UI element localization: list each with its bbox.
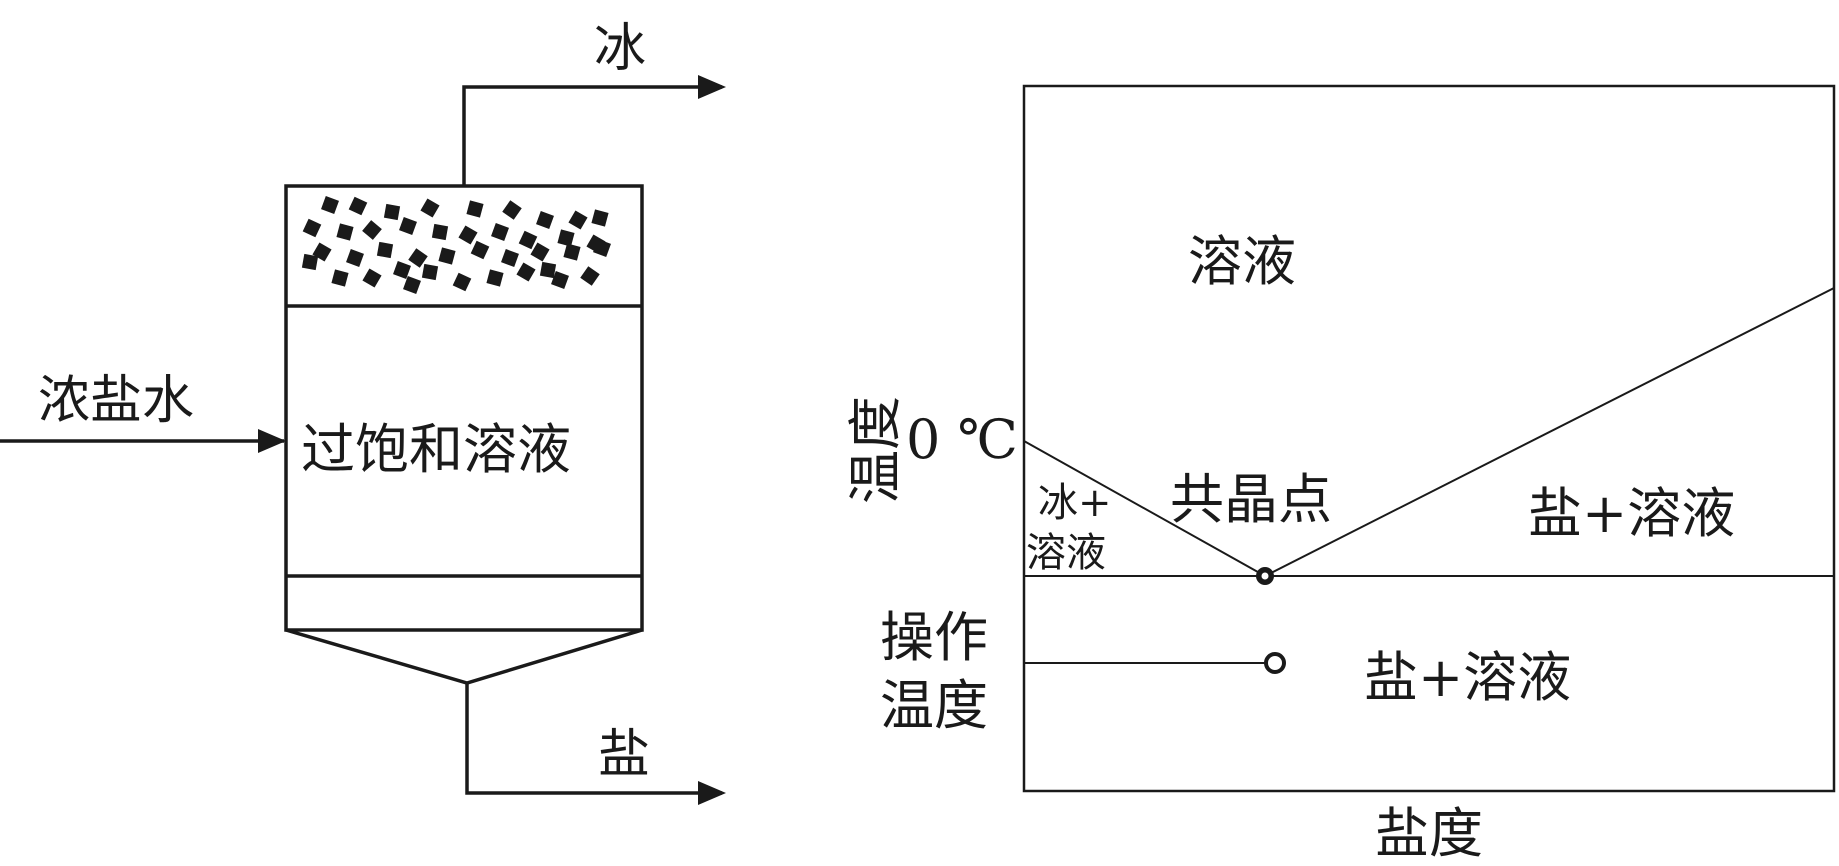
ice-crystal [539,261,557,279]
ice-crystal [403,276,421,294]
ice-out-label: 冰 [594,19,646,79]
ice-crystal [438,247,456,265]
ice-crystal [458,225,478,245]
ice-crystal [336,223,354,241]
ice-crystal [420,198,440,218]
ice-crystal [376,241,394,259]
ice-crystals [301,196,611,294]
ice-crystal [551,271,569,289]
ice-crystal [331,269,349,287]
brine-in-label: 浓盐水 [38,371,194,431]
zero-c-label: 0 ℃ [906,408,1018,471]
ice-crystal [346,249,364,267]
operating-point [1264,652,1286,674]
ice-plus-solution-line1: 冰+ [1038,480,1112,526]
operating-temp-line2: 温度 [880,674,988,737]
ice-crystal [518,230,538,250]
ice-crystal [408,248,428,268]
ice-crystal [470,240,490,260]
ice-crystal [362,268,382,288]
ice-crystal [321,196,339,214]
ice-crystal [591,209,609,227]
ice-crystal [452,272,472,292]
ice-crystal [486,269,504,287]
salt-solubility-line [1264,287,1835,577]
ice-outlet-pipe [462,85,722,186]
eutectic-label: 共晶点 [1170,468,1332,531]
ice-crystal [501,249,519,267]
ice-crystal [466,200,484,218]
ice-crystal [362,220,382,240]
ice-crystal [421,263,439,281]
ice-crystal [516,262,536,282]
ice-crystal [563,243,581,261]
vessel-body [284,184,644,632]
ice-crystal [301,253,319,271]
x-axis-label: 盐度 [1375,802,1483,865]
ice-crystal [536,211,554,229]
solution-region-label: 溶液 [1188,230,1296,293]
crystallizer-diagram [0,85,722,795]
ice-crystal [502,200,522,220]
ice-crystal [383,203,401,221]
ice-liquidus-line [1023,440,1266,577]
phase-diagram [1022,84,1836,793]
vessel-cone [285,628,643,685]
operating-temp-line1: 操作 [880,606,988,669]
ice-crystal [393,261,411,279]
phase-diagram-frame [1022,84,1836,793]
ice-plus-solution-line2: 溶液 [1026,530,1106,576]
ice-crystal [491,223,509,241]
ice-crystal [530,242,550,262]
ice-crystal [302,218,322,238]
ice-crystal [348,196,368,216]
salt-plus-solution-upper: 盐+溶液 [1528,482,1735,545]
salt-plus-solution-lower: 盐+溶液 [1364,646,1571,709]
supersaturated-solution-label: 过饱和溶液 [301,418,571,481]
ice-outlet-arrow [698,75,726,99]
brine-inlet-arrow [258,429,286,453]
salt-outlet-pipe [465,683,722,795]
y-axis-label: 温度 [844,396,907,504]
ice-crystal [593,239,611,257]
ice-crystal [399,217,417,235]
ice-crystal [580,266,600,286]
salt-outlet-arrow [698,781,726,805]
ice-crystal [568,210,588,230]
ice-crystal [557,229,575,247]
ice-crystal [431,223,449,241]
eutectic-point-inner [1261,572,1269,580]
salt-out-label: 盐 [598,725,650,785]
